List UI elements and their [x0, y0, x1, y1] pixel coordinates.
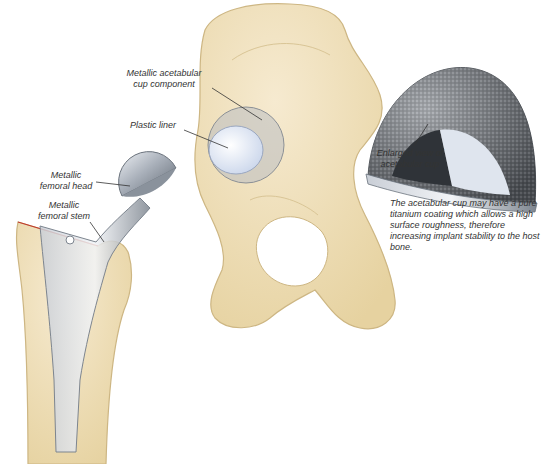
femoral-head: [119, 152, 176, 196]
leader-line: [414, 124, 428, 146]
enlarged-cup-inner-light: [440, 130, 510, 195]
leader-lines: [90, 88, 428, 242]
femoral-stem: [40, 198, 150, 452]
acetabular-cup: [208, 107, 284, 183]
part-label: Metallic femoral head: [36, 170, 96, 192]
leader-line: [96, 182, 130, 186]
note-text: The acetabular cup may have a pure titan…: [390, 198, 540, 253]
leader-line: [212, 88, 262, 120]
pelvis-bone: [195, 4, 395, 329]
part-label: Metallic acetabular cup component: [118, 68, 210, 90]
view-label: Enlarged view of acetabular cup: [370, 148, 450, 170]
part-label: Plastic liner: [122, 120, 184, 131]
plastic-liner: [209, 126, 263, 174]
femoral-head-face: [122, 168, 176, 197]
leader-line: [90, 222, 104, 242]
stem-hole: [66, 236, 74, 244]
obturator-foramen: [256, 217, 327, 286]
part-label: Metallic femoral stem: [36, 200, 92, 222]
leader-line: [184, 130, 228, 148]
